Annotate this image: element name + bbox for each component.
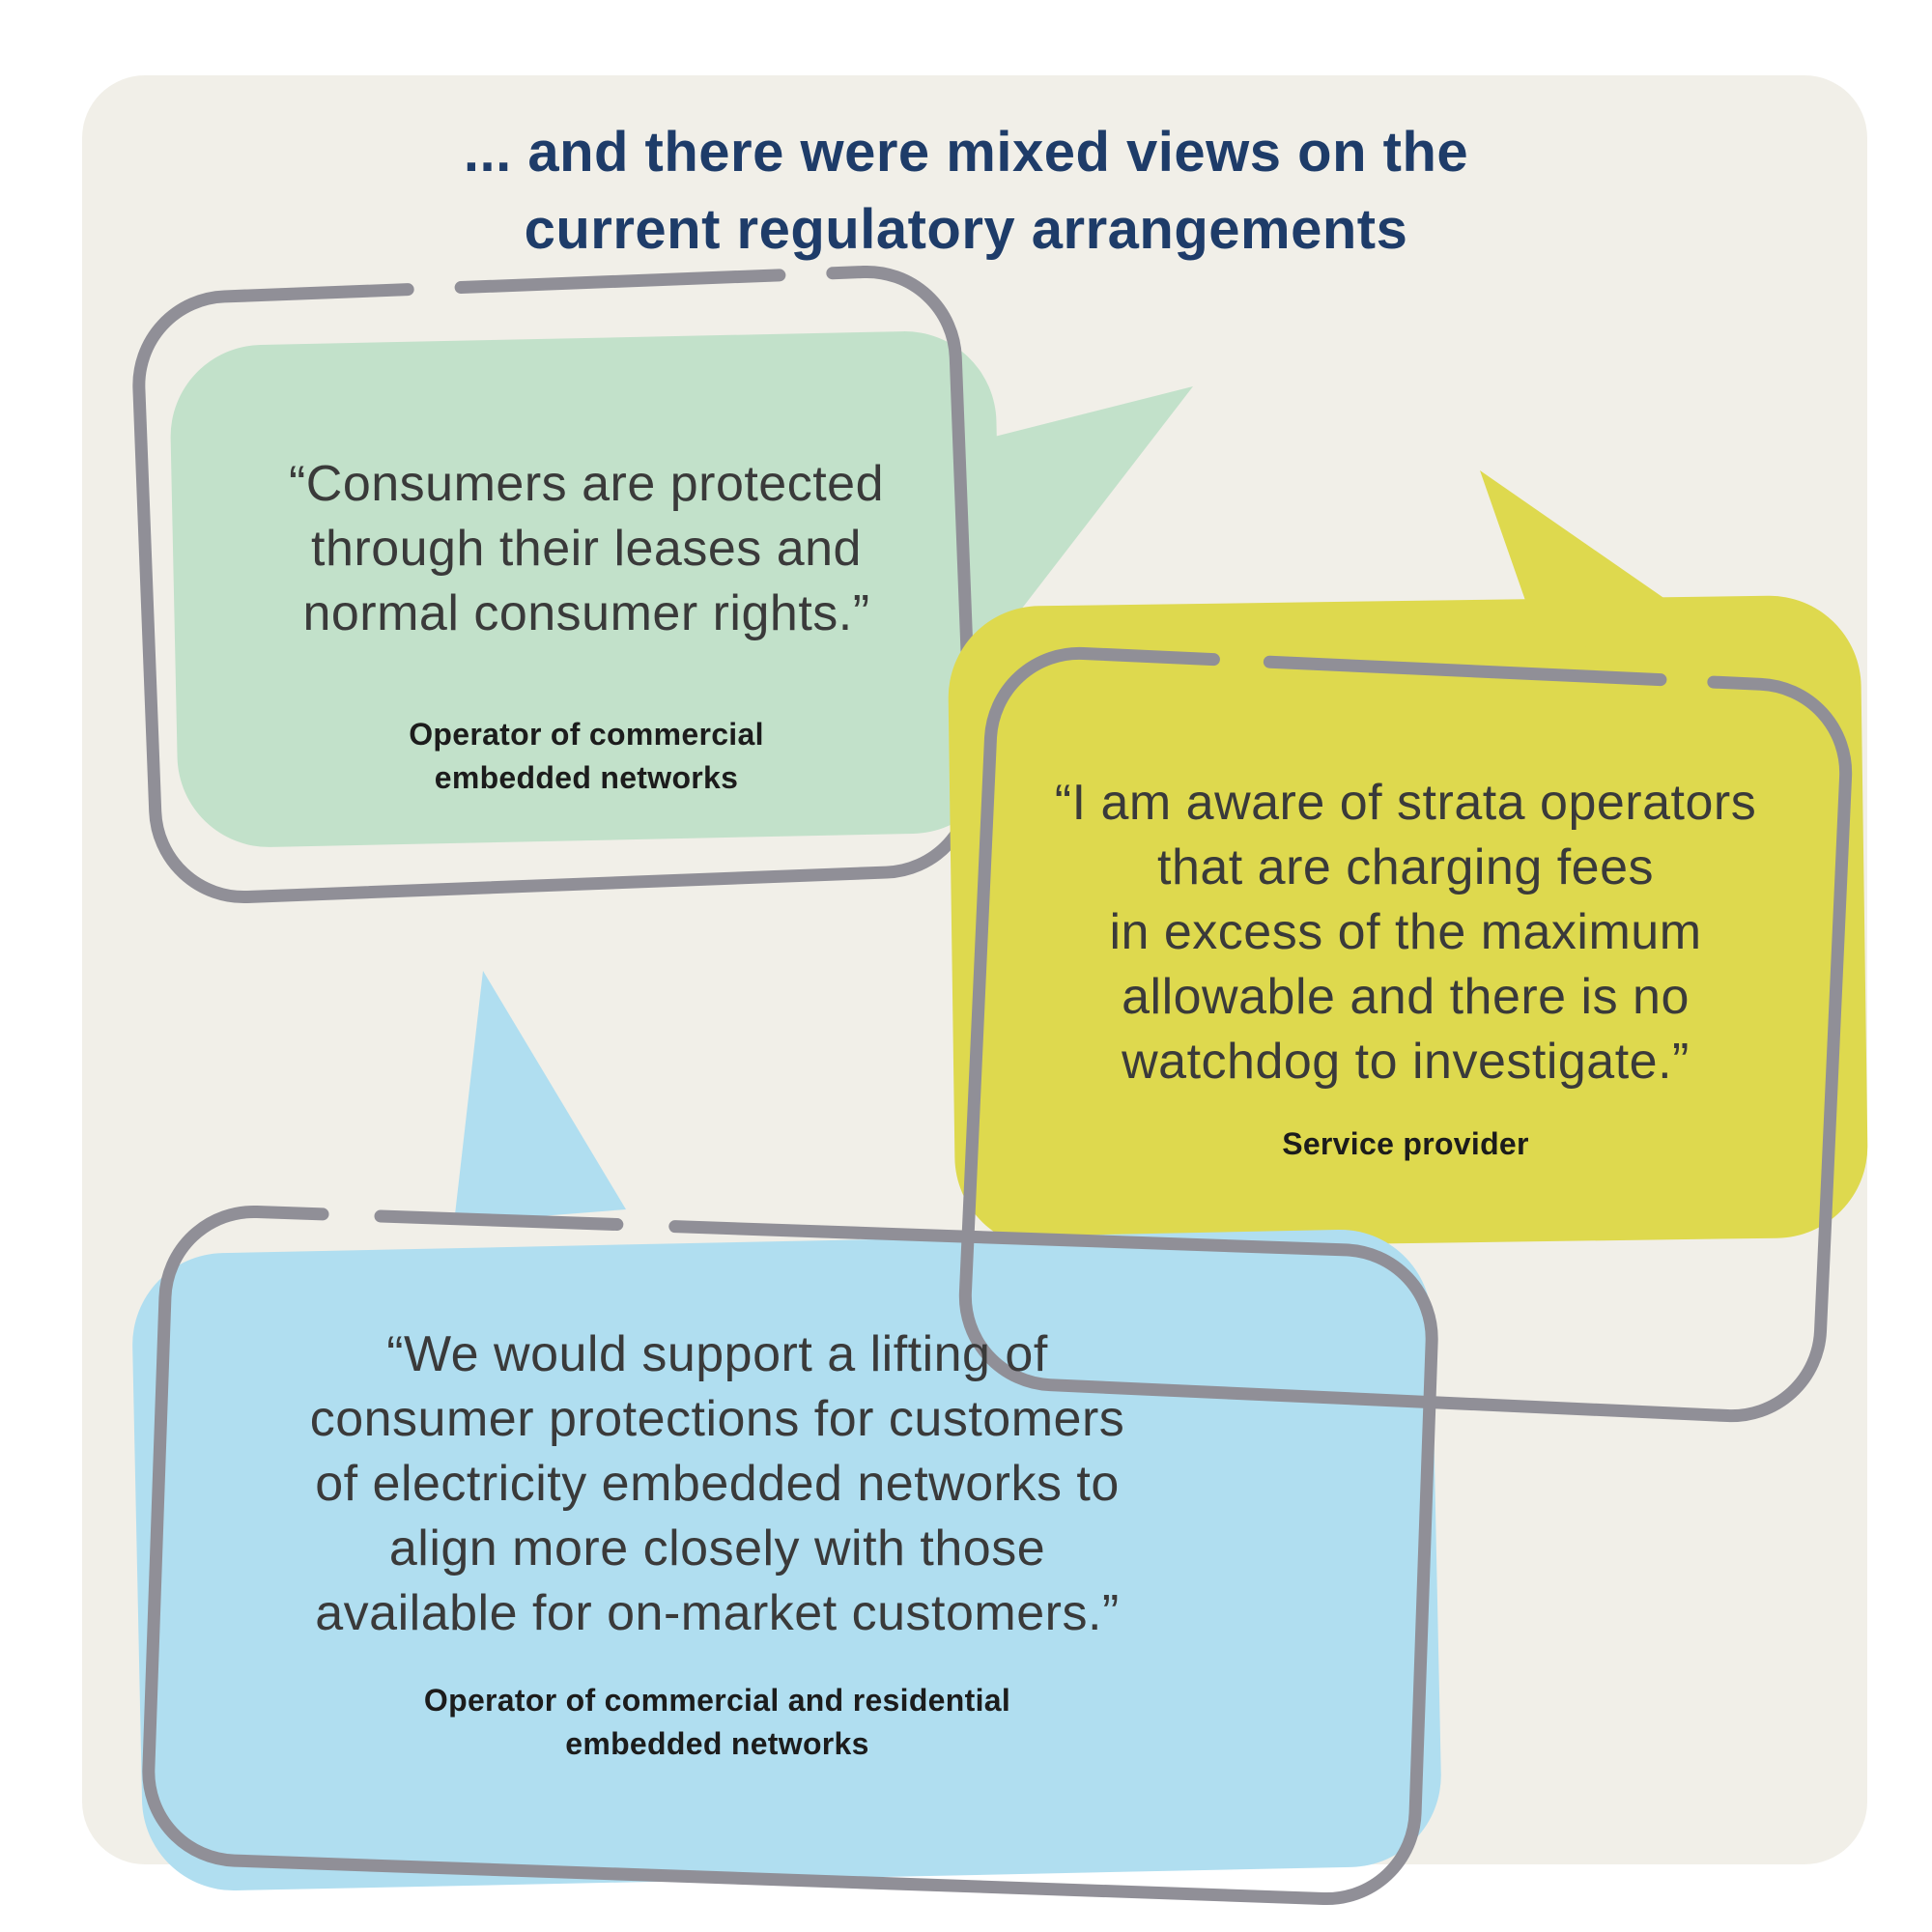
yellow-bubble-quote: “I am aware of strata operators that are… — [971, 771, 1840, 1094]
quote-line: that are charging fees — [1157, 839, 1654, 895]
green-bubble-tail — [956, 386, 1193, 681]
attribution-line: Operator of commercial and residential — [423, 1683, 1011, 1718]
page-title-line-1: ... and there were mixed views on the — [463, 121, 1469, 184]
quote-line: “I am aware of strata operators — [1054, 775, 1757, 831]
quote-line: “We would support a lifting of — [386, 1326, 1048, 1382]
blue-bubble-body — [132, 1229, 1441, 1891]
yellow-bubble-body — [948, 595, 1868, 1249]
blue-bubble-attribution: Operator of commercial and residential e… — [145, 1679, 1290, 1766]
green-bubble-outline — [132, 265, 979, 904]
attribution-line: Operator of commercial — [409, 717, 764, 752]
quote-line: normal consumer rights.” — [302, 585, 870, 641]
page-title-line-2: current regulatory arrangements — [524, 198, 1408, 261]
quote-line: in excess of the maximum — [1109, 904, 1702, 960]
yellow-bubble-attribution: Service provider — [971, 1122, 1840, 1166]
quote-line: of electricity embedded networks to — [315, 1456, 1120, 1512]
page-title: ... and there were mixed views on the cu… — [193, 114, 1739, 269]
yellow-bubble-shape — [948, 470, 1868, 1249]
quote-line: consumer protections for customers — [309, 1391, 1125, 1447]
blue-bubble-quote: “We would support a lifting of consumer … — [145, 1322, 1290, 1646]
quote-line: through their leases and — [311, 521, 862, 577]
blue-bubble-shape — [132, 971, 1441, 1891]
yellow-bubble-outline — [958, 646, 1853, 1423]
quote-line: align more closely with those — [388, 1520, 1046, 1577]
quote-line: allowable and there is no — [1122, 969, 1690, 1025]
green-bubble-body — [170, 331, 1004, 847]
blue-bubble-tail — [454, 971, 626, 1223]
green-bubble-quote: “Consumers are protected through their l… — [185, 452, 987, 646]
quote-line: “Consumers are protected — [288, 456, 885, 512]
attribution-line: embedded networks — [565, 1726, 869, 1761]
blue-bubble-outline — [142, 1205, 1438, 1906]
yellow-bubble-tail — [1480, 470, 1710, 653]
green-bubble-shape — [170, 331, 1193, 847]
attribution-line: Service provider — [1282, 1126, 1529, 1161]
attribution-line: embedded networks — [434, 760, 739, 795]
quote-line: watchdog to investigate.” — [1122, 1034, 1690, 1090]
quote-line: available for on-market customers.” — [315, 1585, 1120, 1641]
green-bubble-attribution: Operator of commercial embedded networks — [185, 713, 987, 800]
